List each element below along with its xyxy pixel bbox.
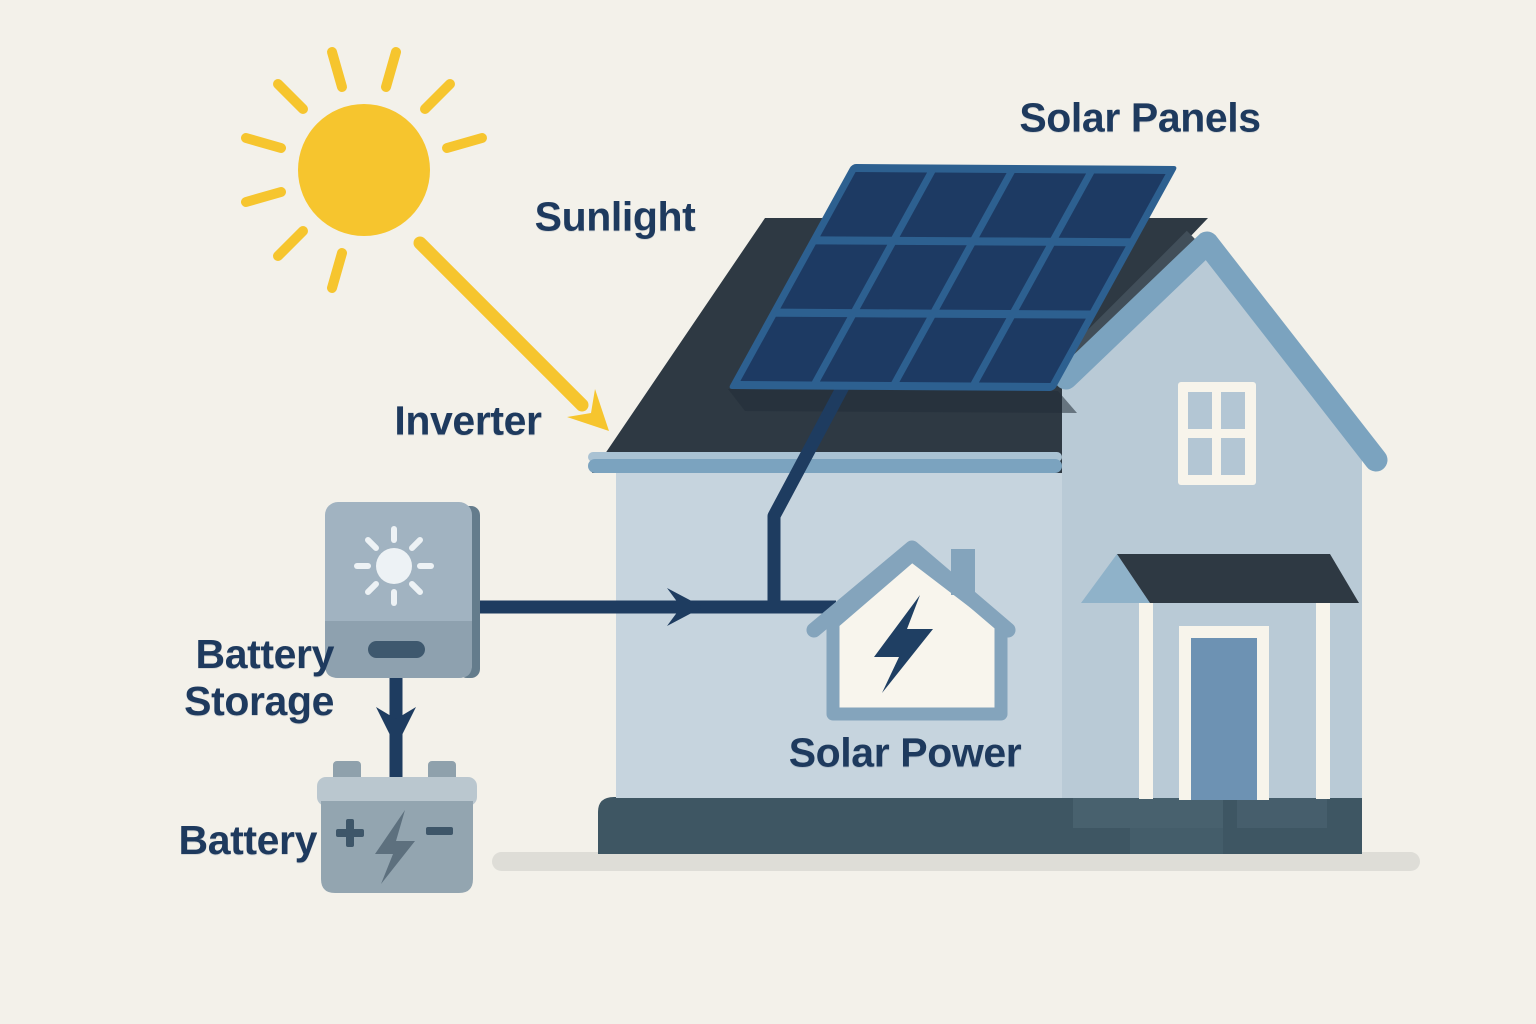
house-foundation bbox=[598, 797, 1362, 854]
ground-line bbox=[492, 852, 1420, 871]
foundation-stone bbox=[1130, 828, 1223, 854]
battery-label: Battery bbox=[178, 817, 318, 863]
solar-power-house-icon bbox=[806, 540, 1016, 721]
porch-column bbox=[1139, 603, 1153, 799]
sunlight-arrowhead-icon bbox=[567, 389, 609, 431]
solar-panels-label: Solar Panels bbox=[1019, 94, 1261, 141]
sun-rays bbox=[241, 47, 487, 293]
sunlight-label: Sunlight bbox=[534, 193, 696, 240]
inverter-unit bbox=[325, 502, 480, 678]
foundation-stone bbox=[1073, 797, 1223, 828]
lightning-bolt-icon bbox=[874, 595, 933, 693]
sun-icon bbox=[354, 526, 434, 606]
front-door bbox=[1191, 638, 1257, 800]
window-pane bbox=[1188, 392, 1212, 429]
solar-panel bbox=[729, 164, 1177, 391]
inverter-label: Inverter bbox=[394, 397, 542, 444]
battery-unit bbox=[317, 761, 477, 893]
porch-column bbox=[1316, 603, 1330, 799]
battery-cap bbox=[317, 777, 477, 806]
right-gable-wall bbox=[1062, 240, 1362, 798]
sunlight-arrow bbox=[413, 236, 609, 431]
window-pane bbox=[1221, 392, 1245, 429]
battery-storage-line1: Battery bbox=[195, 631, 335, 677]
minus-icon bbox=[426, 827, 453, 835]
solar-panel-cells bbox=[740, 172, 1166, 383]
porch-roof-side bbox=[1081, 554, 1150, 603]
battery-bolt-icon bbox=[375, 810, 415, 884]
sun-disc bbox=[298, 104, 430, 236]
down-arrowhead-icon bbox=[376, 707, 416, 747]
sun bbox=[241, 47, 487, 293]
foundation-stone bbox=[1237, 797, 1327, 828]
panel-shadow bbox=[728, 389, 1077, 413]
eave-band bbox=[588, 459, 1062, 473]
window-pane bbox=[1221, 438, 1245, 475]
battery-storage-line2: Storage bbox=[184, 678, 334, 724]
porch-roof bbox=[1117, 554, 1359, 603]
right-arrowhead-icon bbox=[667, 588, 703, 626]
house-icon-roof bbox=[806, 540, 1016, 638]
plus-icon bbox=[336, 819, 364, 847]
inverter-vent-slot bbox=[368, 641, 425, 658]
solar-power-label: Solar Power bbox=[788, 729, 1022, 776]
gable-roof-trim bbox=[1054, 231, 1388, 472]
gable-window bbox=[1178, 382, 1256, 485]
panel-wire bbox=[767, 376, 852, 609]
battery-storage-label: Battery Storage bbox=[100, 631, 334, 725]
window-pane bbox=[1188, 438, 1212, 475]
porch bbox=[1081, 554, 1359, 800]
